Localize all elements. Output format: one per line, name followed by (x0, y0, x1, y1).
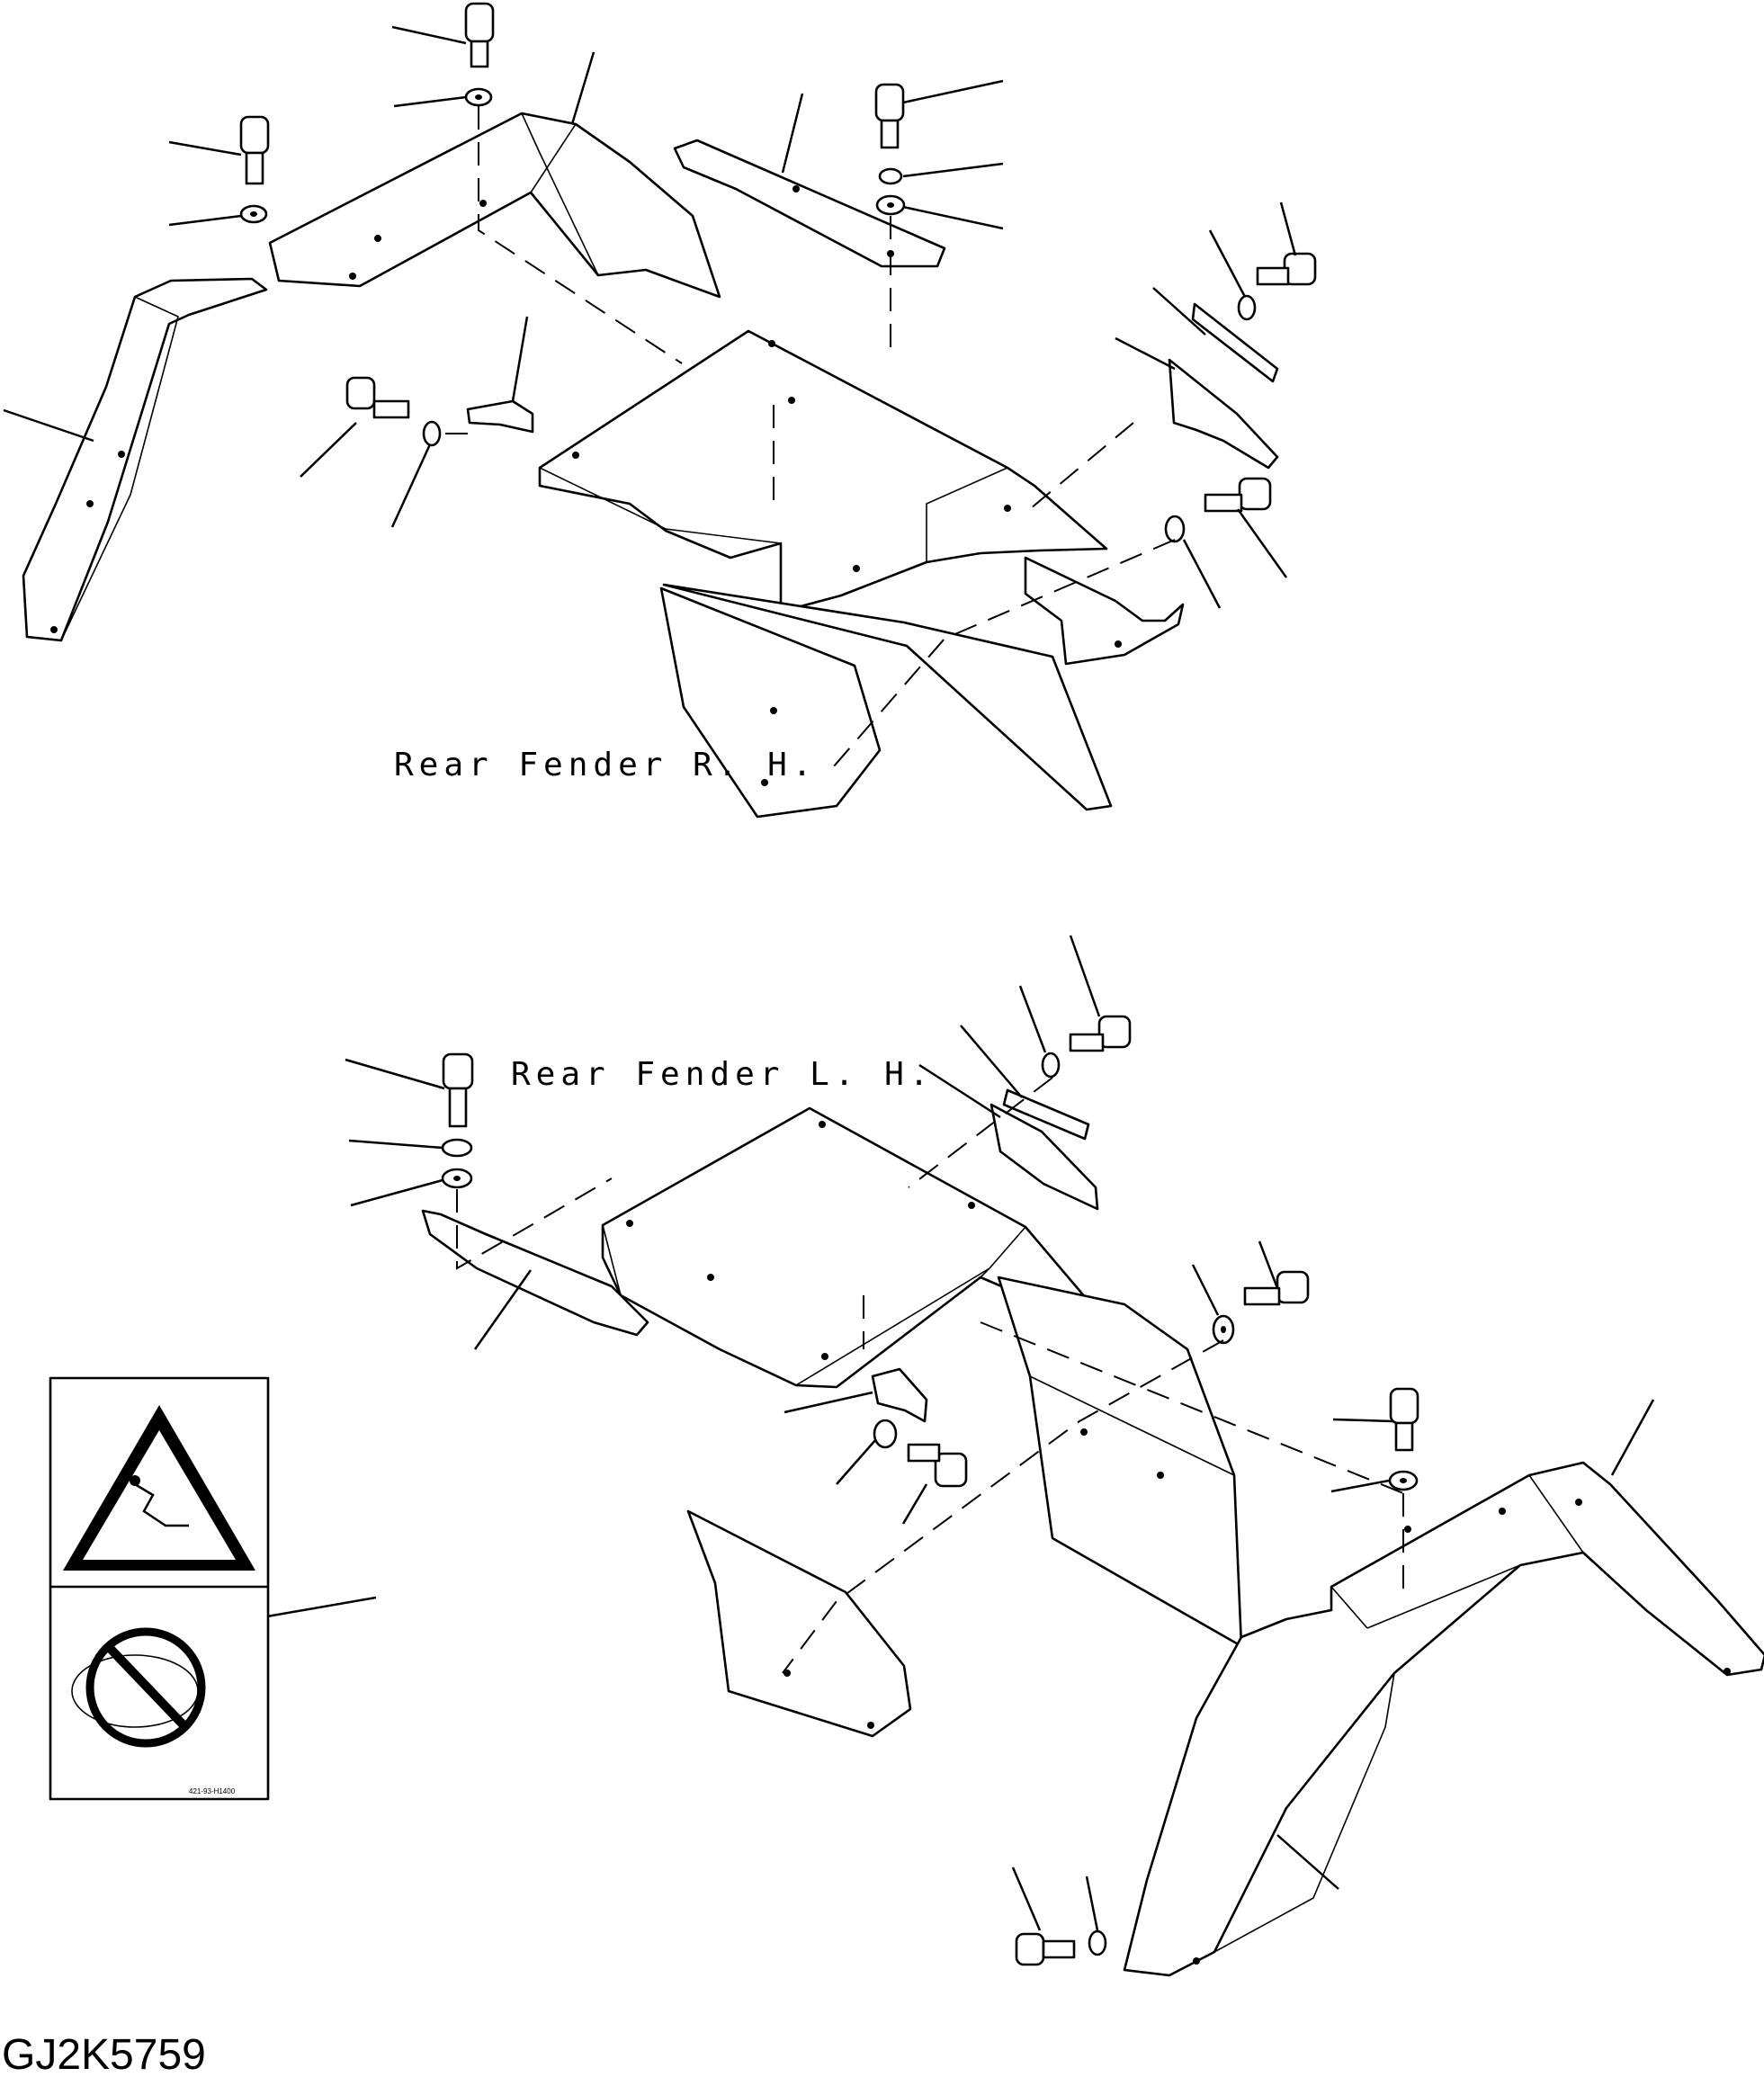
rh-small-plate (1168, 358, 1279, 470)
bolt-icon (1069, 1015, 1132, 1052)
bolt-icon (1204, 477, 1272, 513)
no-step-icon (71, 1627, 206, 1748)
lh-mudflap (997, 1276, 1243, 1648)
bolt-icon (1243, 1270, 1310, 1306)
bolt-icon (1256, 252, 1317, 286)
bolt-icon (345, 376, 410, 419)
rear-fender-lh-label: Rear Fender L. H. (511, 1056, 934, 1093)
rh-top-bracket (268, 112, 721, 299)
lh-clip (871, 1367, 928, 1423)
lh-small-plate (989, 1103, 1099, 1211)
washer-icon (441, 1052, 1419, 1956)
rear-fender-lh-assembly: Rear Fender L. H. (240, 935, 1764, 1977)
rh-clip-strip (1191, 302, 1279, 383)
rh-under-bracket (659, 586, 882, 819)
rh-mudflap (662, 583, 1113, 811)
rear-fender-rh-assembly: Rear Fender R. H. (3, 2, 1317, 819)
lh-top-plate (421, 1209, 649, 1337)
drawing-code: GJ2K5759 (2, 2031, 206, 2077)
rh-side-fender (22, 277, 268, 642)
lh-clip-strip (1002, 1088, 1090, 1141)
rh-side-bracket (1024, 556, 1185, 666)
bolt-icon (1389, 1387, 1419, 1452)
warning-decal: 421-93-H1400 (49, 1376, 270, 1801)
bolt-icon (464, 2, 495, 68)
bolt-icon (874, 83, 905, 149)
washer-icon (239, 87, 1257, 543)
warning-triangle-icon (63, 1405, 255, 1571)
lh-side-flap (686, 1509, 912, 1738)
bolt-icon (239, 115, 270, 185)
lh-side-fender (1123, 1461, 1764, 1977)
bolt-icon (442, 1052, 474, 1128)
rh-clip (466, 399, 534, 434)
decal-code: 421-93-H1400 (189, 1787, 236, 1795)
rh-main-fender (538, 329, 1108, 613)
bolt-icon (907, 1443, 968, 1488)
rear-fender-rh-label: Rear Fender R. H. (394, 747, 817, 783)
bolt-icon (1015, 1932, 1076, 1966)
rh-top-plate (673, 139, 946, 268)
